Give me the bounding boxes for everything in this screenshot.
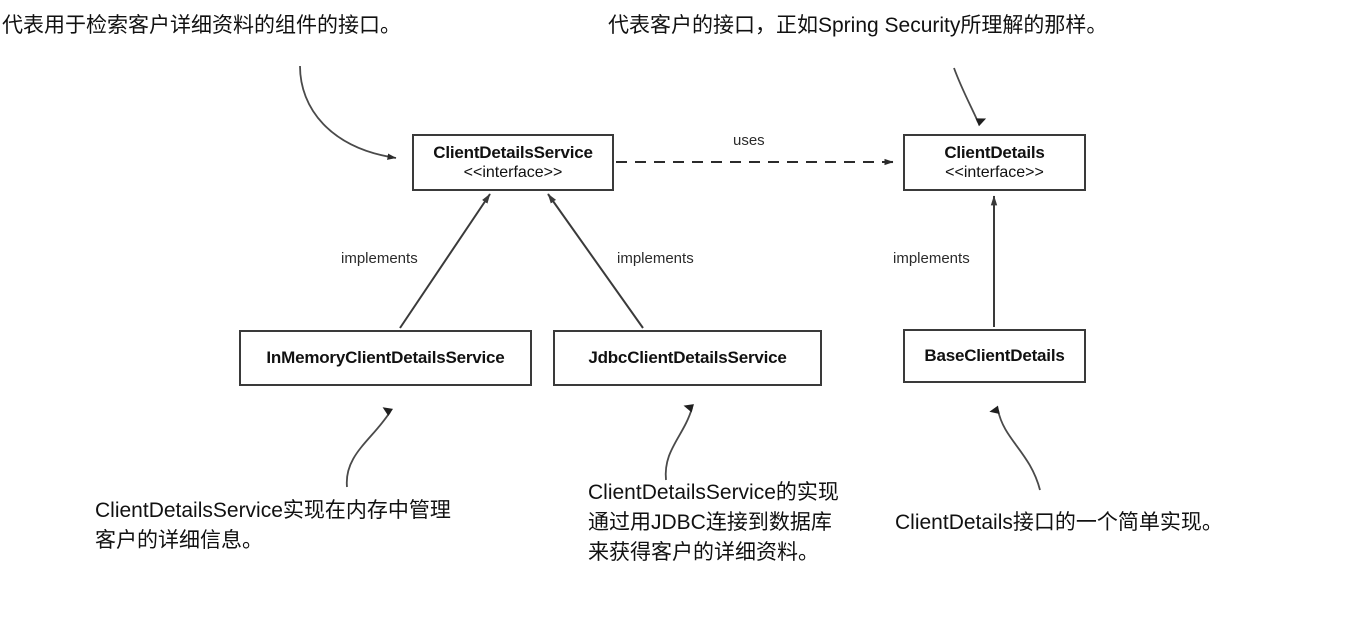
note-clientdetails-description: 代表客户的接口，正如Spring Security所理解的那样。	[608, 14, 1108, 37]
edge-label-implements-inmemory: implements	[341, 250, 418, 267]
note-jdbc-description: ClientDetailsService的实现通过用JDBC连接到数据库来获得客…	[588, 481, 839, 564]
edge-label-implements-base: implements	[893, 250, 970, 267]
callout-arrow-inmemory	[346, 407, 393, 488]
class-box-clientdetails[interactable]: ClientDetails <<interface>>	[903, 134, 1086, 191]
class-box-jdbcclientdetailsservice[interactable]: JdbcClientDetailsService	[553, 330, 822, 386]
edge-label-uses: uses	[733, 132, 765, 149]
callout-arrow-base	[989, 405, 1041, 491]
class-name-jdbcclientdetailsservice: JdbcClientDetailsService	[588, 347, 787, 367]
note-inmemory-description: ClientDetailsService实现在内存中管理客户的详细信息。	[95, 499, 451, 552]
class-box-inmemoryclientdetailsservice[interactable]: InMemoryClientDetailsService	[239, 330, 532, 386]
note-base-description: ClientDetails接口的一个简单实现。	[895, 511, 1223, 534]
note-clientdetailsservice-description: 代表用于检索客户详细资料的组件的接口。	[2, 14, 401, 37]
callout-arrow-top-left	[299, 65, 397, 160]
class-name-baseclientdetails: BaseClientDetails	[924, 345, 1065, 365]
class-name-clientdetailsservice: ClientDetailsService	[433, 142, 593, 162]
callout-arrow-top-right	[953, 67, 987, 127]
edge-label-implements-jdbc: implements	[617, 250, 694, 267]
class-box-baseclientdetails[interactable]: BaseClientDetails	[903, 329, 1086, 383]
class-name-clientdetails: ClientDetails	[944, 142, 1045, 162]
class-name-inmemoryclientdetailsservice: InMemoryClientDetailsService	[266, 347, 505, 367]
class-box-clientdetailsservice[interactable]: ClientDetailsService <<interface>>	[412, 134, 614, 191]
class-stereotype-clientdetailsservice: <<interface>>	[463, 163, 563, 181]
callout-arrow-jdbc	[664, 404, 694, 481]
class-stereotype-clientdetails: <<interface>>	[945, 163, 1044, 181]
